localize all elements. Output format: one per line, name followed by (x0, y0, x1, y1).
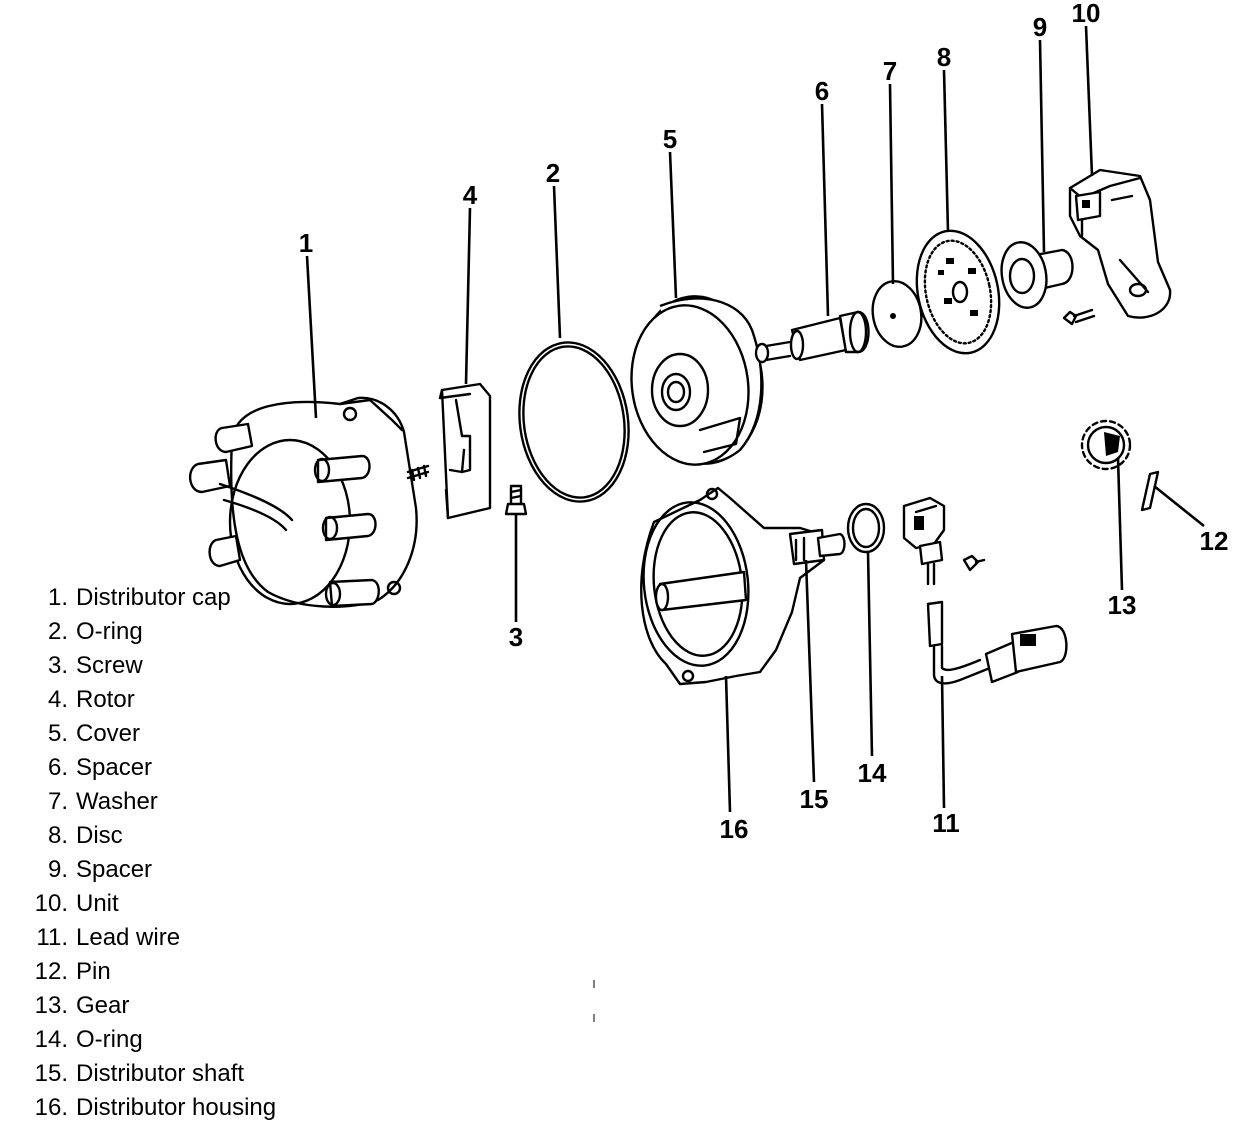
legend-item: 16.Distributor housing (34, 1094, 277, 1121)
legend-item: 7.Washer (47, 788, 158, 815)
gear (1080, 419, 1132, 471)
o-ring-2 (518, 341, 630, 503)
callout-2: 2 (546, 158, 560, 188)
unit (1062, 168, 1172, 326)
legend-item: 6.Spacer (47, 754, 153, 781)
callout-8: 8 (937, 42, 951, 72)
callout-14: 14 (858, 758, 887, 788)
legend-item: 10.Unit (34, 890, 119, 917)
legend-item: 14.O-ring (34, 1026, 143, 1053)
callout-15: 15 (800, 784, 829, 814)
rotor (438, 382, 492, 520)
pin (1140, 470, 1160, 512)
legend-item: 15.Distributor shaft (34, 1060, 245, 1087)
callout-11: 11 (932, 808, 960, 838)
callout-16: 16 (720, 814, 749, 844)
cover (630, 295, 764, 466)
legend-item: 13.Gear (34, 992, 130, 1019)
legend-item: 5.Cover (47, 720, 141, 747)
callout-3: 3 (509, 622, 523, 652)
callout-13: 13 (1108, 590, 1137, 620)
leader-lines (305, 25, 1205, 813)
callout-labels: 1 2 3 4 5 6 7 8 9 10 11 12 13 14 15 16 (299, 0, 1229, 844)
o-ring-14 (846, 502, 886, 554)
spacer-9 (1000, 241, 1074, 309)
callout-10: 10 (1072, 0, 1101, 28)
distributor-cap (189, 396, 430, 608)
distributor-housing (640, 486, 846, 686)
callout-4: 4 (463, 180, 478, 210)
screw (504, 484, 528, 516)
callout-9: 9 (1033, 12, 1047, 42)
callout-7: 7 (883, 56, 897, 86)
callout-5: 5 (663, 124, 677, 154)
callout-12: 12 (1200, 526, 1229, 556)
legend-item: 11.Lead wire (36, 924, 181, 951)
legend-item: 3.Screw (47, 652, 143, 679)
disc (915, 229, 1001, 355)
callout-6: 6 (815, 76, 829, 106)
legend-item: 12.Pin (34, 958, 111, 985)
legend-item: 2.O-ring (47, 618, 143, 645)
callout-1: 1 (299, 228, 313, 258)
legend-item: 8.Disc (47, 822, 123, 849)
legend-item: 4.Rotor (47, 686, 135, 713)
parts-legend: 1.Distributor cap 2.O-ring 3.Screw 4.Rot… (22, 581, 276, 1125)
spacer-6 (754, 310, 870, 364)
lead-wire (902, 496, 1068, 685)
legend-item: 1.Distributor cap (47, 584, 231, 611)
legend-item: 9.Spacer (47, 856, 153, 883)
